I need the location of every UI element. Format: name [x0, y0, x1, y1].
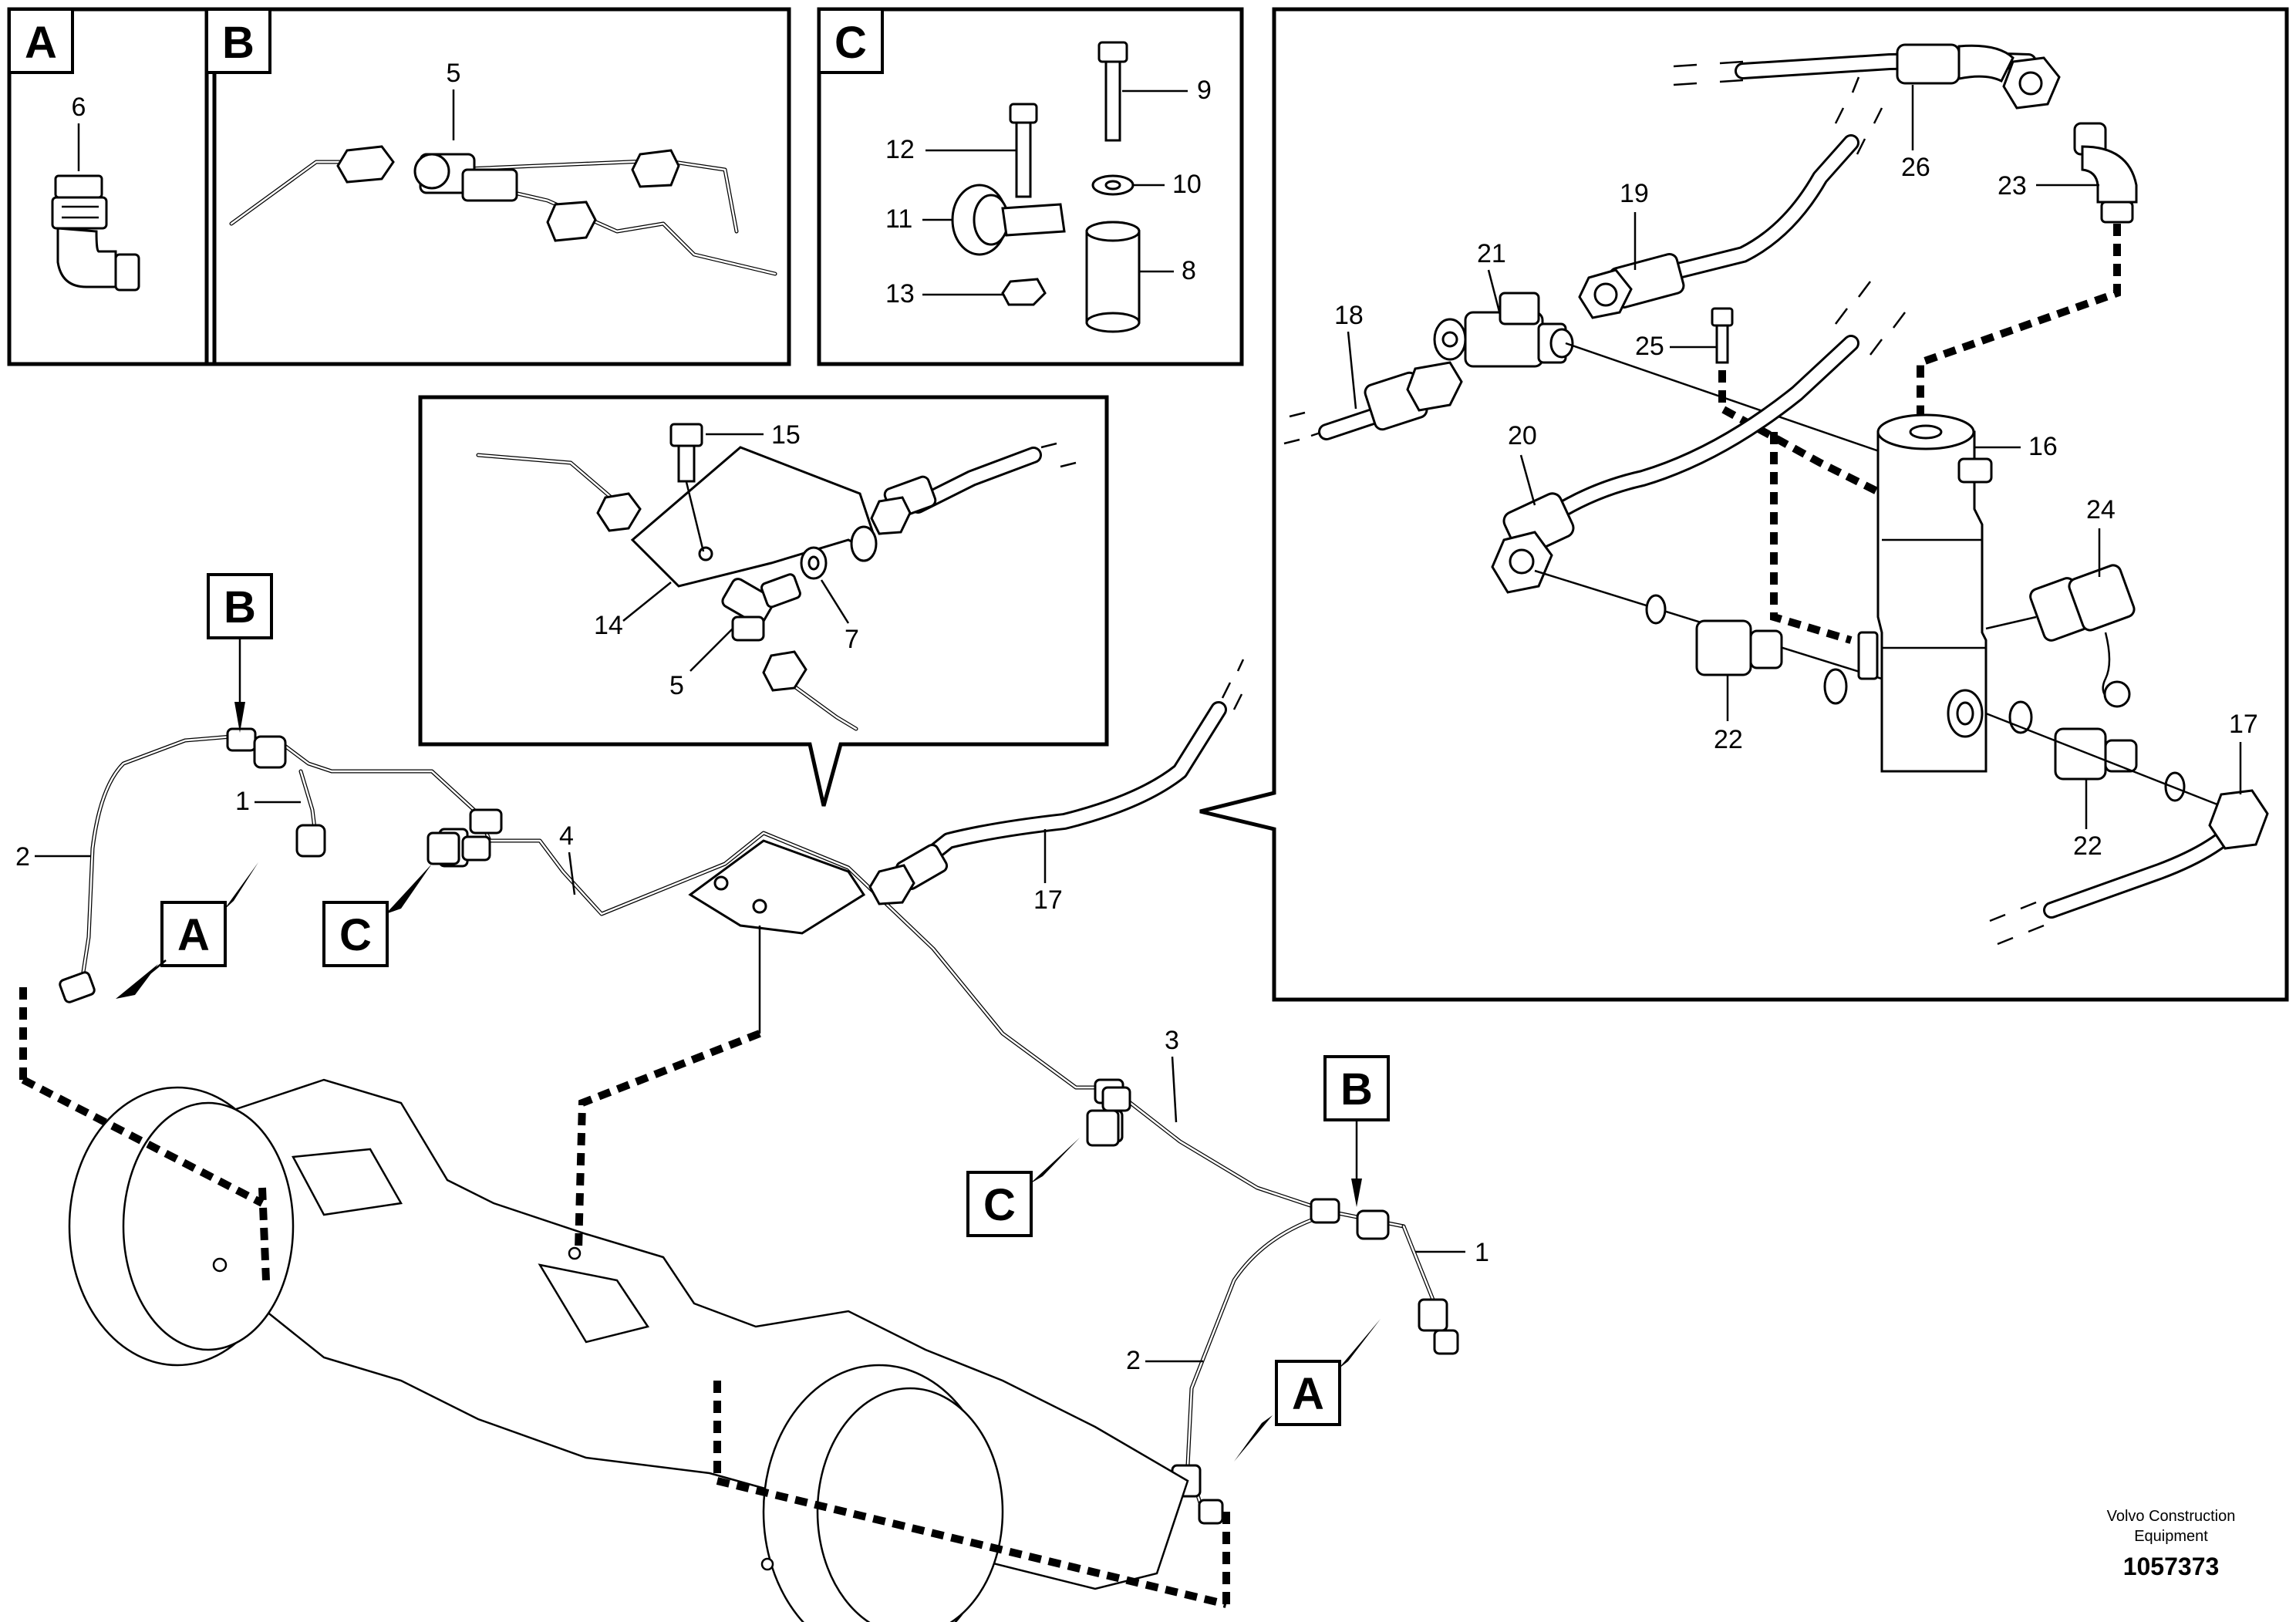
- bracket-callout-panel: 15 14 7 5: [418, 395, 1109, 807]
- bolt-9: [1097, 41, 1128, 142]
- hose-19: [1578, 76, 1883, 319]
- part-label-20: 20: [1508, 421, 1537, 450]
- detail-c-panel: C 9 12 10 11 8: [817, 7, 1244, 366]
- tag-c-right: C: [983, 1180, 1016, 1230]
- tag-a-left: A: [177, 910, 210, 960]
- part-label-16: 16: [2028, 432, 2058, 461]
- fitting-18: [1283, 361, 1463, 445]
- elbow-23: [2073, 122, 2138, 224]
- part-label-18: 18: [1334, 301, 1364, 330]
- part-label-25: 25: [1635, 332, 1664, 361]
- part-label-21: 21: [1477, 239, 1506, 268]
- tee-5-callout: [721, 573, 807, 692]
- part-label-22-b: 22: [2073, 831, 2102, 861]
- detail-a-panel: A 6: [7, 7, 217, 366]
- coupling-24: [2029, 564, 2136, 708]
- part-label-17-detail: 17: [2229, 710, 2258, 739]
- part-label-14: 14: [594, 611, 623, 640]
- tag-a-right: A: [1292, 1369, 1324, 1419]
- washer-10: [1091, 174, 1135, 196]
- footer-block: Volvo Construction Equipment 1057373: [2107, 1508, 2236, 1580]
- company-name-line2: Equipment: [2134, 1528, 2208, 1545]
- part-label-22: 22: [1714, 725, 1743, 754]
- part-label-6: 6: [72, 93, 86, 122]
- main-tags: B A C C B A: [116, 573, 1390, 1462]
- part-label-17-main: 17: [1033, 885, 1063, 915]
- hose-17-main: [868, 659, 1245, 905]
- tee-21: [1433, 292, 1574, 368]
- part-label-7: 7: [845, 625, 859, 654]
- part-label-5: 5: [447, 59, 461, 88]
- part-label-4: 4: [559, 821, 574, 851]
- hose-17-detail: [1989, 789, 2269, 946]
- valve-body-16: [1857, 413, 1993, 773]
- clamp-11: [951, 184, 1066, 256]
- detail-b-tag: B: [222, 18, 255, 68]
- company-name-line1: Volvo Construction: [2107, 1508, 2236, 1525]
- tag-c-left: C: [339, 910, 372, 960]
- main-labels: 1 2 4 17 3 1 2: [15, 787, 1489, 1375]
- detail-b-panel: B 5: [204, 7, 791, 366]
- part-label-8: 8: [1182, 256, 1196, 285]
- hose-connector-callout: [870, 442, 1077, 535]
- axle-assembly: [68, 1078, 1189, 1622]
- screw-25: [1711, 307, 1734, 364]
- part-label-23: 23: [1998, 171, 2027, 201]
- part-label-1-right: 1: [1475, 1238, 1489, 1267]
- clamp-c-left: [426, 831, 491, 865]
- part-label-12: 12: [885, 135, 915, 164]
- spacer-8: [1085, 221, 1141, 333]
- drawing-number: 1057373: [2123, 1553, 2220, 1580]
- part-label-9: 9: [1197, 76, 1212, 105]
- part-label-1-left: 1: [235, 787, 250, 816]
- nipple-22-left: [1645, 594, 1848, 705]
- part-label-11: 11: [885, 204, 912, 234]
- part-label-19: 19: [1620, 179, 1649, 208]
- clamp-c-right: [1086, 1086, 1131, 1147]
- part-label-5-callout: 5: [669, 671, 684, 700]
- main-bracket: [688, 839, 866, 1034]
- elbow-fitting-6: [51, 174, 140, 292]
- part-label-13: 13: [885, 279, 915, 309]
- reference-dashes: [19, 987, 1230, 1608]
- valve-detail-panel: 26 23 19 21: [1199, 7, 2289, 1002]
- part-label-26: 26: [1901, 153, 1930, 182]
- nipple-22-right: [2008, 700, 2186, 802]
- part-label-24: 24: [2086, 495, 2116, 524]
- part-label-3: 3: [1165, 1026, 1179, 1055]
- hose-20: [1491, 281, 1906, 594]
- nut-13: [1001, 278, 1047, 306]
- part-label-10: 10: [1172, 170, 1202, 199]
- tag-b-left: B: [224, 582, 256, 632]
- washer-7: [800, 546, 828, 580]
- hose-26: [1673, 43, 2061, 110]
- part-label-15: 15: [771, 420, 801, 450]
- nut-callout: [596, 492, 642, 532]
- detail-a-tag: A: [25, 18, 57, 68]
- bracket-14: [630, 446, 878, 588]
- pipe-detail-b: [229, 145, 777, 276]
- part-label-2-left: 2: [15, 842, 30, 872]
- bolt-15: [669, 423, 703, 483]
- tag-b-right: B: [1340, 1064, 1373, 1114]
- bolt-12: [1009, 103, 1038, 198]
- part-label-2-right: 2: [1126, 1346, 1141, 1375]
- detail-c-tag: C: [834, 18, 867, 68]
